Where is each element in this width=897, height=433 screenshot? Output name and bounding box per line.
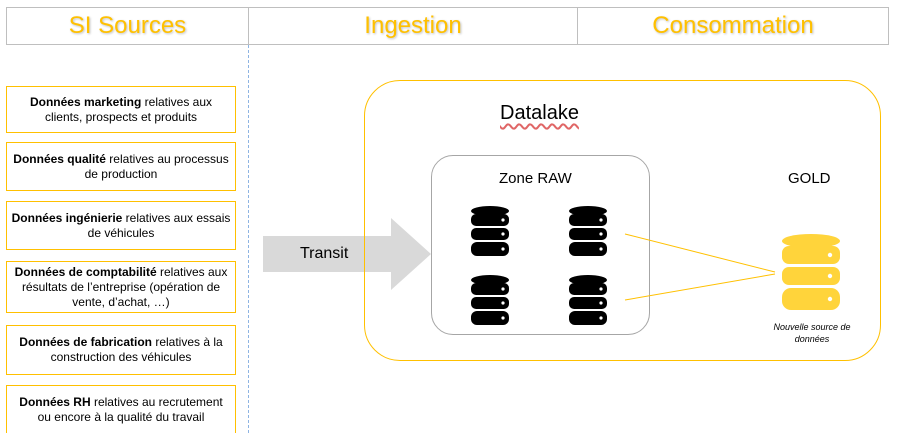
header-si-sources: SI Sources [7,8,249,44]
datalake-container [364,80,881,361]
source-rh: Données RH relatives au recrutement ou e… [6,385,236,433]
header-consommation: Consommation [652,12,814,39]
raw-zone-box [431,155,650,335]
transit-label: Transit [300,245,349,262]
source-desc: relatives au recrutement ou encore à la … [37,394,223,424]
column-separator [248,45,249,433]
source-title: Données de comptabilité [14,264,157,279]
source-qualite: Données qualité relatives au processus d… [6,142,236,191]
source-desc: relatives aux résultats de l’entreprise … [21,264,228,309]
source-desc: relatives au processus de production [84,151,229,181]
source-desc: relatives à la construction des véhicule… [50,335,223,364]
source-title: Données qualité [13,151,106,166]
raw-zone-title: Zone RAW [499,170,572,187]
source-comptabilite: Données de comptabilité relatives aux ré… [6,261,236,313]
header-ingestion: Ingestion [249,8,578,44]
source-ingenierie: Données ingénierie relatives aux essais … [6,201,236,250]
header-bar: SI Sources Ingestion Consommation [6,7,889,45]
gold-database-icon [782,234,840,310]
source-title: Données de fabrication [19,335,152,349]
database-icon [569,206,607,256]
gold-zone-title: GOLD [788,170,831,187]
database-icon [569,275,607,325]
source-title: Données ingénierie [11,210,123,225]
transit-arrow [263,218,431,290]
source-title: Données marketing [29,94,142,109]
source-desc: relatives aux clients, prospects et prod… [44,94,213,124]
source-fabrication: Données de fabrication relatives à la co… [6,325,236,375]
source-title: Données RH [19,394,91,409]
datalake-title: Datalake [500,102,579,124]
database-icon [471,275,509,325]
source-marketing: Données marketing relatives aux clients,… [6,86,236,133]
source-desc: relatives aux essais de véhicules [87,210,231,240]
database-icon [471,206,509,256]
gold-caption: Nouvelle source de données [773,322,851,344]
